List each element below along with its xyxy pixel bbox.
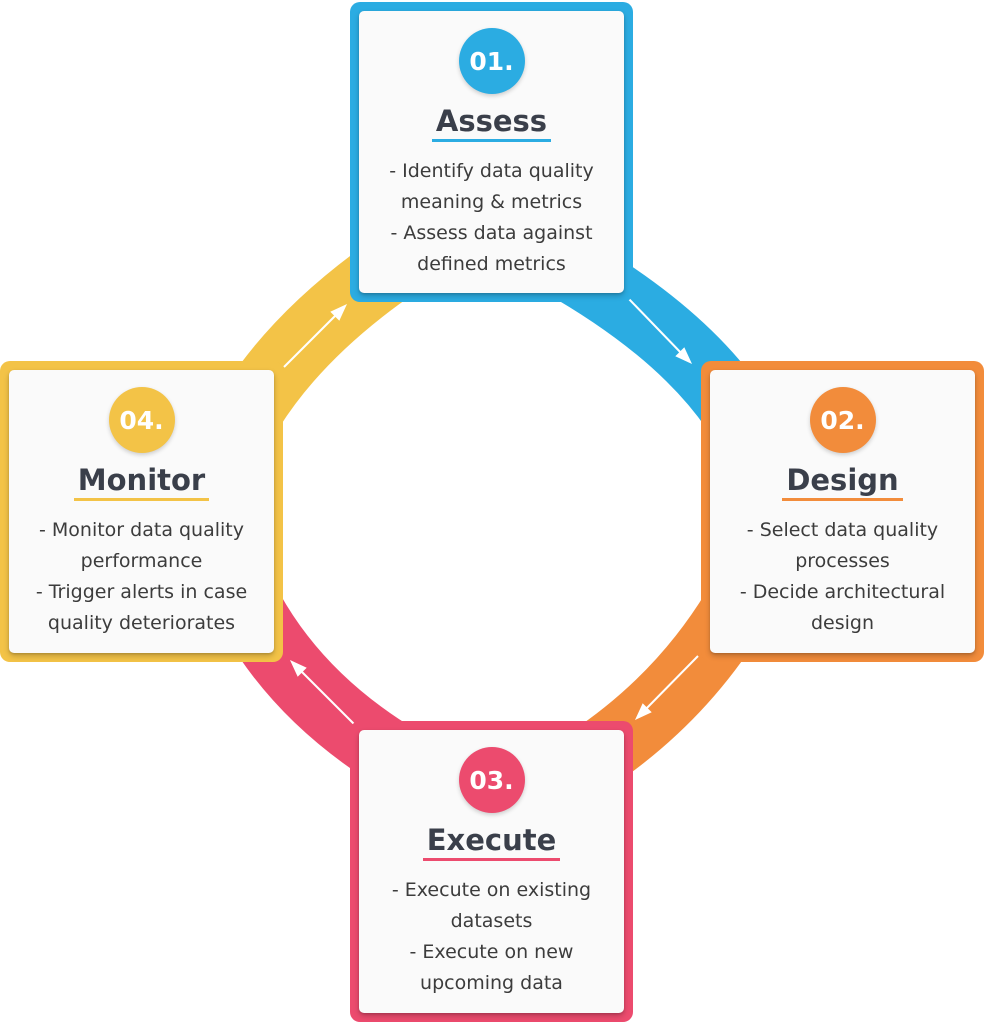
- step-description-line: processes: [795, 550, 890, 573]
- arrow-monitor-to-assess: [283, 303, 348, 368]
- step-title: Assess: [431, 106, 552, 143]
- step-description-line: - Assess data against: [390, 222, 593, 245]
- step-card-assess: 01. Assess - Identify data quality meani…: [350, 2, 633, 302]
- step-card-body: 02. Design - Select data quality process…: [710, 370, 975, 653]
- step-card-monitor: 04. Monitor - Monitor data quality perfo…: [0, 361, 283, 662]
- step-card-design: 02. Design - Select data quality process…: [701, 361, 984, 662]
- step-number-badge: 04.: [108, 387, 175, 453]
- arrow-assess-to-design: [627, 297, 693, 365]
- step-title: Design: [782, 465, 903, 502]
- step-description-line: - Monitor data quality: [39, 519, 244, 542]
- arrow-design-to-execute: [634, 655, 699, 721]
- step-description: - Identify data quality meaning & metric…: [381, 156, 602, 280]
- step-description-line: upcoming data: [420, 972, 563, 995]
- step-description-line: - Execute on existing: [391, 879, 592, 902]
- step-number-badge: 02.: [809, 387, 876, 453]
- step-description-line: - Execute on new: [409, 941, 574, 964]
- step-title: Execute: [422, 825, 561, 862]
- step-description-line: - Select data quality: [746, 519, 939, 542]
- step-description-line: datasets: [450, 910, 533, 933]
- step-card-body: 03. Execute - Execute on existing datase…: [359, 730, 624, 1013]
- step-card-execute: 03. Execute - Execute on existing datase…: [350, 721, 633, 1022]
- step-card-body: 01. Assess - Identify data quality meani…: [359, 11, 624, 293]
- step-description: - Execute on existing datasets - Execute…: [384, 875, 599, 999]
- step-description-line: performance: [80, 550, 203, 573]
- step-card-body: 04. Monitor - Monitor data quality perfo…: [9, 370, 274, 653]
- step-number-badge: 01.: [458, 28, 525, 94]
- step-description: - Select data quality processes - Decide…: [732, 515, 953, 639]
- step-description-line: defined metrics: [417, 253, 566, 276]
- step-description-line: design: [810, 612, 874, 635]
- step-description: - Monitor data quality performance - Tri…: [28, 515, 255, 639]
- step-description-line: - Trigger alerts in case: [35, 581, 248, 604]
- step-description-line: - Decide architectural: [739, 581, 946, 604]
- arrow-execute-to-monitor: [289, 659, 356, 726]
- step-number-badge: 03.: [458, 747, 525, 813]
- step-description-line: - Identify data quality: [389, 160, 594, 183]
- step-description-line: meaning & metrics: [400, 191, 583, 214]
- step-description-line: quality deteriorates: [47, 612, 236, 635]
- step-title: Monitor: [73, 465, 210, 502]
